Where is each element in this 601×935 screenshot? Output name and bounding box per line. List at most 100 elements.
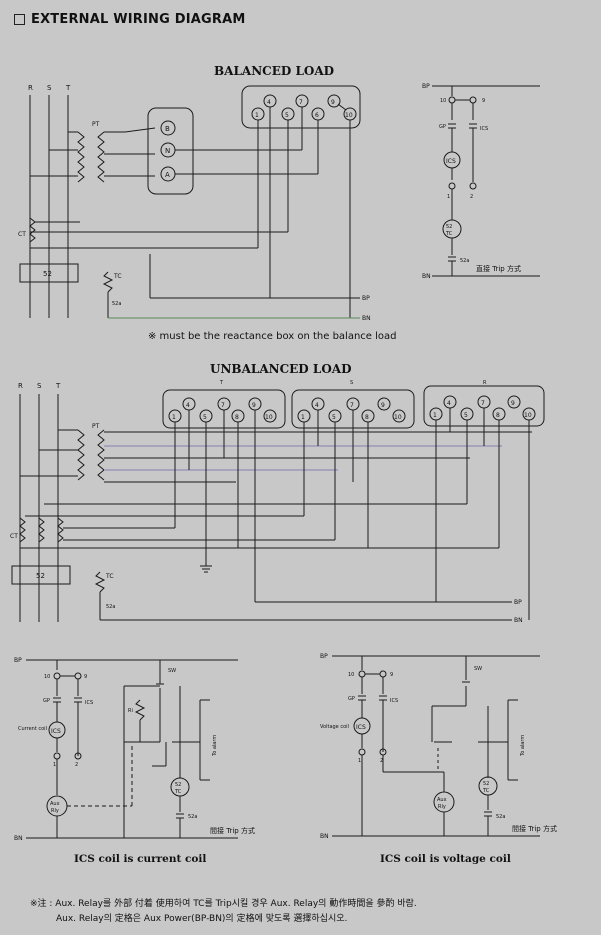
b-term-10: 10	[345, 112, 353, 119]
iv-aux52: 52a	[496, 814, 505, 820]
ic-ri: Ri	[128, 708, 133, 714]
ic-ics-coil: ICS	[51, 728, 61, 735]
tc-label: TC	[113, 273, 122, 280]
group-t-label: T	[219, 380, 224, 386]
us-5: 5	[332, 414, 336, 421]
ic-gp: GP	[43, 698, 50, 704]
dt-bp-label: BP	[422, 83, 430, 90]
u-phase-r: R	[18, 382, 23, 390]
ut-1: 1	[172, 414, 176, 421]
group-r-label: R	[483, 380, 487, 386]
breaker-label: 52	[43, 270, 52, 278]
phase-t-label: T	[65, 84, 71, 92]
b-term-5: 5	[285, 112, 289, 119]
iv-aux-top: Aux	[437, 797, 447, 803]
ut-4: 4	[186, 402, 190, 409]
dt-t2: 2	[470, 194, 473, 200]
ics-current-diagram: BP 10 9 GP ICS Current coil ICS 1 2 Aux …	[14, 657, 255, 842]
ics-current-caption: ICS coil is current coil	[74, 853, 207, 865]
ic-bn: BN	[14, 835, 23, 842]
balanced-diagram: R S T PT B N A 4 7 9 1 5 6 10	[18, 84, 371, 322]
us-4: 4	[315, 402, 319, 409]
ics-voltage-diagram: BP 10 9 GP ICS Voltage coil ICS 1 2 Aux …	[320, 653, 557, 840]
dt-aux: 52a	[460, 258, 469, 264]
iv-coil-label: Voltage coil	[320, 724, 349, 730]
us-7: 7	[350, 402, 354, 409]
ur-1: 1	[433, 412, 437, 419]
balanced-title: BALANCED LOAD	[214, 64, 335, 78]
dt-tc-top: 52	[446, 224, 452, 230]
ut-8: 8	[235, 414, 239, 421]
ic-t2: 2	[75, 762, 78, 768]
checkbox-icon	[14, 14, 25, 25]
u-ct-label: CT	[10, 533, 18, 540]
ct-label: CT	[18, 231, 26, 238]
dt-gp: GP	[439, 124, 446, 130]
iv-t10: 10	[348, 672, 354, 678]
ut-5: 5	[203, 414, 207, 421]
iv-alarm: To alarm	[520, 735, 526, 757]
pt-label: PT	[92, 121, 100, 128]
u-aux-label: 52a	[106, 604, 115, 610]
page-title: EXTERNAL WIRING DIAGRAM	[31, 12, 246, 27]
us-8: 8	[365, 414, 369, 421]
ur-8: 8	[496, 412, 500, 419]
iv-t1: 1	[358, 758, 361, 764]
u-tc-label: TC	[105, 573, 114, 580]
b-term-7: 7	[299, 99, 303, 106]
bn-label: BN	[362, 315, 371, 322]
us-10: 10	[394, 414, 402, 421]
ic-tc-bot: TC	[174, 789, 182, 795]
ic-t9: 9	[84, 674, 87, 680]
ic-tc-top: 52	[175, 782, 181, 788]
footnote-line1: ※注 : Aux. Relay를 外部 付着 使用하여 TC를 Trip시킬 경…	[30, 899, 417, 909]
unbalanced-diagram: R S T T S R 4 7 9 1 5 8 10 4 7 9 1 5 8 1…	[10, 380, 545, 624]
ur-7: 7	[481, 400, 485, 407]
direct-trip-diagram: BP 10 9 GP ICS ICS 1 2 52 TC 52a BN 直接 T…	[422, 83, 540, 280]
ic-aux-top: Aux	[50, 801, 60, 807]
ic-t1: 1	[53, 762, 56, 768]
box-n-label: N	[165, 147, 170, 155]
ic-aux-bot: Rly	[51, 808, 59, 814]
ur-10: 10	[524, 412, 532, 419]
box-b-label: B	[165, 125, 170, 133]
ic-coil-label: Current coil	[18, 726, 47, 732]
ic-sw: SW	[168, 668, 176, 674]
u-phase-t: T	[55, 382, 61, 390]
b-term-1: 1	[255, 112, 259, 119]
iv-t2: 2	[380, 758, 383, 764]
dt-t9: 9	[482, 98, 485, 104]
iv-aux-bot: Rly	[438, 804, 446, 810]
ic-aux52: 52a	[188, 814, 197, 820]
ic-ics: ICS	[85, 700, 93, 706]
bp-label: BP	[362, 295, 370, 302]
b-term-9: 9	[331, 99, 335, 106]
iv-bn: BN	[320, 833, 329, 840]
iv-trip: 間接 Trip 方式	[512, 824, 557, 833]
page-header: EXTERNAL WIRING DIAGRAM	[14, 12, 245, 27]
balanced-note: ※ must be the reactance box on the balan…	[148, 331, 397, 342]
dt-bn-label: BN	[422, 273, 431, 280]
aux-label: 52a	[112, 301, 121, 307]
iv-tc-bot: TC	[482, 788, 490, 794]
ur-4: 4	[447, 400, 451, 407]
ut-7: 7	[221, 402, 225, 409]
dt-t1: 1	[447, 194, 450, 200]
b-term-4: 4	[267, 99, 271, 106]
u-bp-label: BP	[514, 599, 522, 606]
ic-trip: 間接 Trip 方式	[210, 826, 255, 835]
dt-t10: 10	[440, 98, 446, 104]
u-phase-s: S	[37, 382, 42, 390]
iv-gp: GP	[348, 696, 355, 702]
ic-bp: BP	[14, 657, 22, 664]
u-pt-label: PT	[92, 423, 100, 430]
ic-alarm: To alarm	[212, 735, 218, 757]
u-bn-label: BN	[514, 617, 523, 624]
dt-trip-label: 直接 Trip 方式	[476, 264, 521, 273]
ut-9: 9	[252, 402, 256, 409]
phase-r-label: R	[28, 84, 33, 92]
iv-t9: 9	[390, 672, 393, 678]
iv-ics-coil: ICS	[356, 724, 366, 731]
ics-voltage-caption: ICS coil is voltage coil	[380, 853, 511, 865]
iv-ics: ICS	[390, 698, 398, 704]
